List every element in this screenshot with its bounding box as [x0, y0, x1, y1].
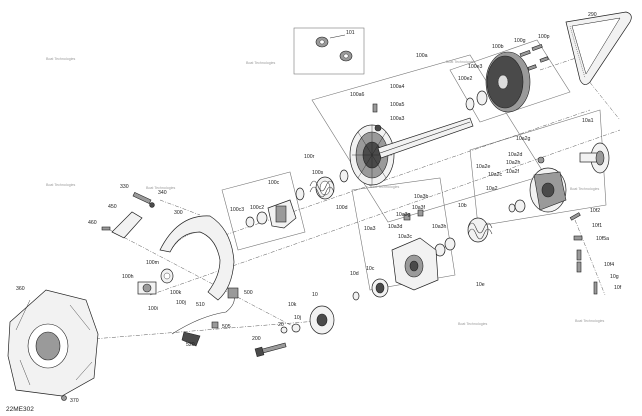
diagram-code: 22ME302 [6, 406, 34, 413]
drive-pulley-shaft [349, 103, 474, 186]
label-450: 450 [108, 204, 117, 210]
label-10a3b: 10a3b [414, 194, 429, 200]
output-shaft-10a1 [579, 142, 610, 174]
svg-text:Boat Technologies: Boat Technologies [370, 185, 400, 189]
label-10f5a: 10f5a [596, 236, 609, 242]
svg-text:Boat Technologies: Boat Technologies [46, 183, 76, 187]
label-10a2: 10a2 [486, 186, 498, 192]
label-100m: 100m [146, 260, 159, 266]
label-10a3g: 10a3g [396, 212, 411, 218]
svg-text:Boat Technologies: Boat Technologies [146, 186, 176, 190]
label-100h: 100h [122, 274, 134, 280]
label-370: 370 [70, 398, 79, 404]
label-10c: 10c [366, 266, 375, 272]
label-100i: 100i [148, 306, 158, 312]
kit-101 [315, 34, 353, 62]
transmission-housing-360 [7, 289, 99, 401]
label-300: 300 [174, 210, 183, 216]
svg-text:Boat Technologies: Boat Technologies [575, 319, 605, 323]
svg-text:Boat Technologies: Boat Technologies [570, 187, 600, 191]
sensor-wiring [171, 287, 239, 347]
label-100r: 100r [304, 154, 315, 160]
label-100e2: 100e2 [458, 76, 473, 82]
label-100j: 100j [176, 300, 186, 306]
label-10a1: 10a1 [582, 118, 594, 124]
belt-guard-300 [159, 215, 235, 301]
svg-text:Boat Technologies: Boat Technologies [446, 60, 476, 64]
label-100c3: 100c3 [230, 207, 244, 213]
label-100s: 100s [312, 170, 324, 176]
label-100a6: 100a6 [350, 92, 365, 98]
label-10f4: 10f4 [604, 262, 614, 268]
label-10a2h: 10a2h [506, 160, 521, 166]
small-bolts-top [519, 43, 549, 71]
label-10e: 10e [476, 282, 485, 288]
label-10: 10 [312, 292, 318, 298]
label-100a: 100a [416, 53, 428, 59]
label-100p: 100p [538, 34, 550, 40]
label-10a2f: 10a2f [506, 169, 520, 175]
label-200: 200 [252, 336, 261, 342]
label-100a4: 100a4 [390, 84, 405, 90]
label-10f1: 10f1 [592, 223, 602, 229]
pulley-housing-10a3 [391, 209, 439, 291]
label-10a2c: 10a2c [488, 172, 503, 178]
label-100k: 100k [170, 290, 182, 296]
label-100c: 100c [268, 180, 280, 186]
label-10b: 10b [458, 203, 467, 209]
label-520: 520 [186, 342, 195, 348]
label-505: 505 [222, 324, 231, 330]
label-100c2: 100c2 [250, 205, 264, 211]
label-10a3h: 10a3h [432, 224, 447, 230]
drive-belt [565, 11, 632, 85]
label-10f: 10f [614, 285, 622, 291]
label-100e3: 100e3 [468, 64, 483, 70]
label-10f2: 10f2 [590, 208, 600, 214]
label-10k: 10k [288, 302, 297, 308]
spring-10b [434, 217, 493, 257]
hub-10 [254, 305, 335, 358]
bearing-10c [352, 278, 389, 301]
spider-cam-100c [245, 199, 297, 229]
label-360: 360 [16, 286, 25, 292]
label-10a2e: 10a2e [476, 164, 491, 170]
label-10a3: 10a3 [364, 226, 376, 232]
svg-text:Boat Technologies: Boat Technologies [458, 322, 488, 326]
label-10a3f: 10a3f [412, 205, 426, 211]
label-10a2g: 10a2g [516, 136, 531, 142]
label-460: 460 [88, 220, 97, 226]
label-100g: 100g [514, 38, 526, 44]
label-10a2d: 10a2d [508, 152, 523, 158]
lever-assembly [101, 191, 155, 239]
part-labels: 290 101 100a 100b 100g 100p 100a4 100a5 … [16, 12, 622, 404]
label-101: 101 [346, 30, 355, 36]
fixed-sheave [465, 51, 531, 113]
label-510: 510 [196, 302, 205, 308]
svg-text:Boat Technologies: Boat Technologies [46, 57, 76, 61]
label-100d: 100d [336, 205, 348, 211]
label-10j: 10j [294, 315, 301, 321]
spring-pack-100 [295, 169, 349, 201]
svg-text:Boat Technologies: Boat Technologies [246, 61, 276, 65]
label-340: 340 [158, 190, 167, 196]
label-100a5: 100a5 [390, 102, 405, 108]
label-10a3d: 10a3d [388, 224, 403, 230]
right-fasteners-10f [569, 212, 598, 295]
watermarks: Boat Technologies Boat Technologies Boat… [46, 57, 605, 326]
label-10d: 10d [350, 271, 359, 277]
driven-pulley-10a2 [508, 156, 567, 213]
label-20: 20 [278, 322, 284, 328]
label-290: 290 [588, 12, 597, 18]
bracket-100h [137, 268, 174, 295]
label-100b: 100b [492, 44, 504, 50]
label-500: 500 [244, 290, 253, 296]
label-100a3: 100a3 [390, 116, 405, 122]
label-330: 330 [120, 184, 129, 190]
label-10a3c: 10a3c [398, 234, 413, 240]
label-10g: 10g [610, 274, 619, 280]
